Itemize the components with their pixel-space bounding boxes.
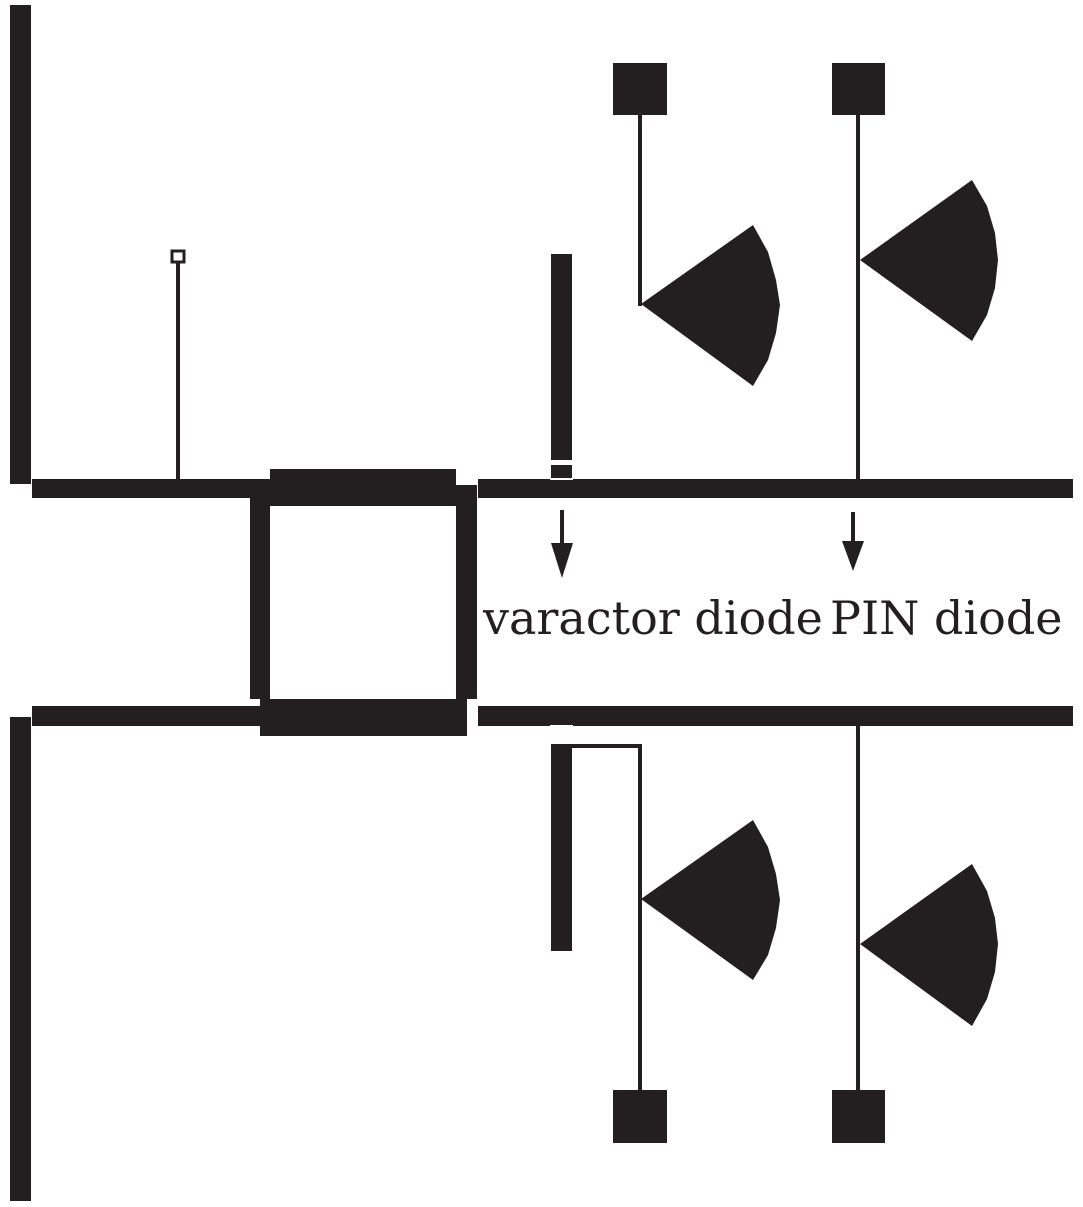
diagram-thin-lines	[176, 115, 860, 1090]
ring-top-bar	[270, 469, 456, 506]
diagram-ink	[10, 5, 1073, 1201]
ring-left-bar	[250, 485, 270, 699]
upper-left-arm	[10, 5, 31, 484]
lower-varactor-bias-line	[571, 744, 642, 1090]
varactor-diode-label: varactor diode	[482, 591, 823, 645]
radial-stub-icon	[860, 864, 998, 1026]
bias-pad-icon	[613, 1090, 667, 1143]
ring-bottom-bar	[260, 699, 467, 736]
radial-stub-icon	[641, 820, 780, 980]
bias-pad-icon	[613, 63, 667, 115]
bias-pad-icon	[832, 1090, 885, 1143]
lower-left-arm	[10, 717, 31, 1201]
radial-stub-icon	[641, 225, 780, 386]
upper-line-right	[478, 479, 1073, 498]
pin-diode-label: PIN diode	[830, 591, 1063, 645]
ring-right-bar	[456, 485, 477, 699]
varactor-lower-body	[551, 706, 572, 726]
varactor-upper-body	[551, 465, 572, 498]
varactor-separators	[550, 462, 573, 727]
lower-line-right	[478, 706, 1073, 726]
upper-line-left	[32, 479, 270, 498]
bias-pad-icon	[832, 63, 885, 115]
varactor-upper-column	[551, 254, 572, 460]
feed-pin-icon	[170, 249, 186, 264]
varactor-lower-column	[551, 744, 572, 951]
pin-arrow-head	[842, 541, 864, 571]
varactor-arrow-head	[551, 543, 573, 578]
radial-stub-icon	[860, 180, 998, 341]
lower-line-left	[32, 706, 262, 726]
